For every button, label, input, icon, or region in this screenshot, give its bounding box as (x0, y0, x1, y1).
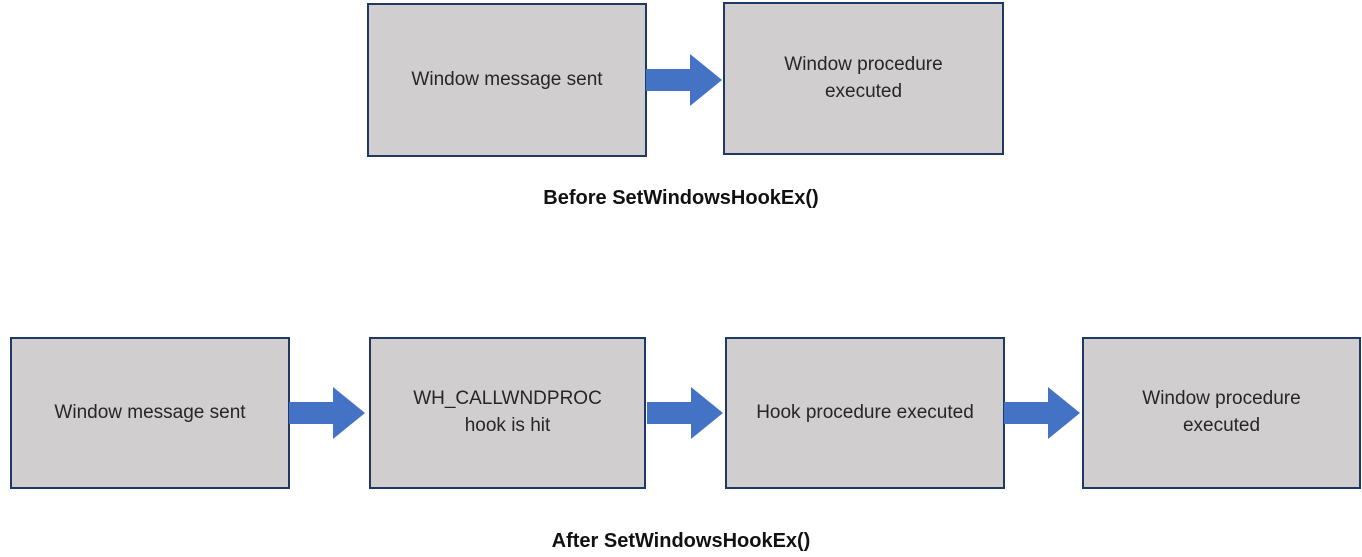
flow-box-hook-proc-executed: Hook procedure executed (725, 337, 1005, 489)
flow-box-label: Window procedure executed (784, 53, 943, 102)
arrow-right-icon (1004, 387, 1080, 439)
flow-box-window-proc-before: Window procedure executed (723, 2, 1004, 155)
flow-box-message-sent-after: Window message sent (10, 337, 290, 489)
arrow-right-icon (289, 387, 365, 439)
caption-after-hook: After SetWindowsHookEx() (551, 530, 811, 552)
caption-before-hook: Before SetWindowsHookEx() (543, 187, 819, 209)
arrow-right-icon (646, 54, 722, 106)
flow-box-label: Window message sent (411, 68, 603, 90)
flow-box-label: WH_CALLWNDPROC hook is hit (413, 388, 602, 436)
arrow-right-icon (647, 387, 723, 439)
flow-box-label: Hook procedure executed (756, 401, 974, 423)
flow-box-label: Window message sent (54, 401, 246, 423)
flow-box-label: Window procedure executed (1142, 388, 1301, 436)
flow-box-callwndproc-hook: WH_CALLWNDPROC hook is hit (369, 337, 646, 489)
flow-box-window-proc-after: Window procedure executed (1082, 337, 1361, 489)
flow-box-message-sent-before: Window message sent (367, 3, 647, 157)
